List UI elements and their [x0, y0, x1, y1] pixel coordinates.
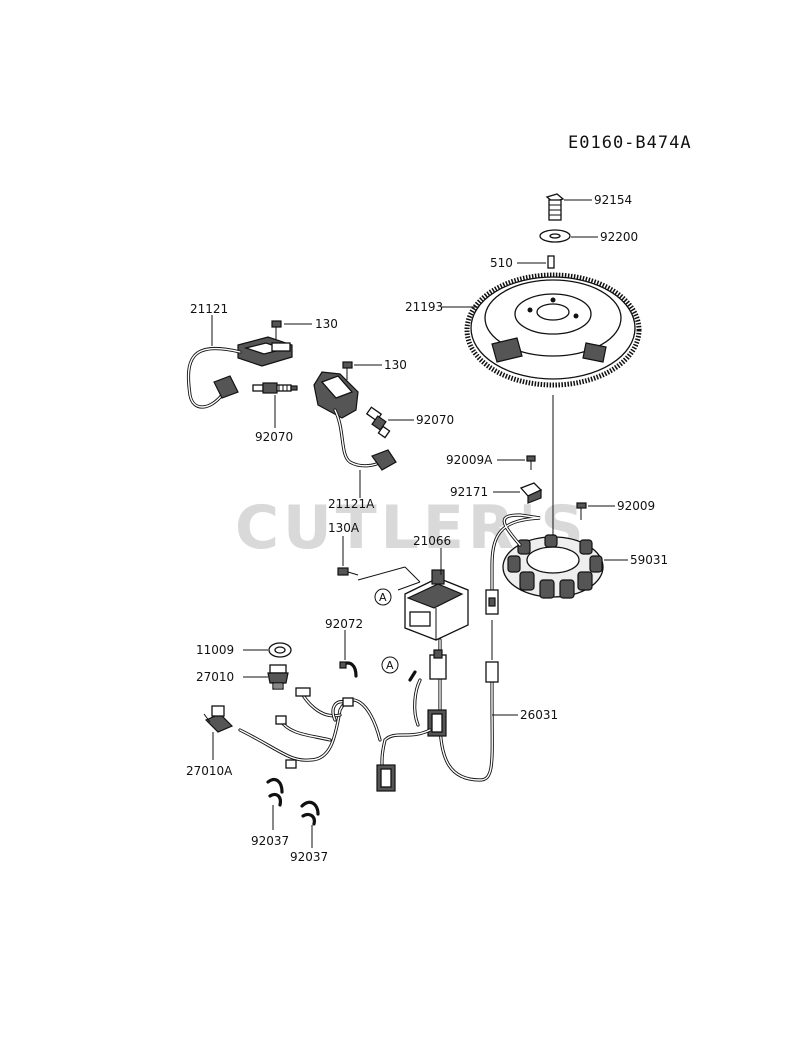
label-92070-a: 92070 [255, 430, 293, 444]
label-130-b: 130 [384, 358, 407, 372]
bolt-130-b[interactable] [342, 361, 353, 380]
clip-92037-a[interactable] [266, 778, 284, 807]
label-21066: 21066 [413, 534, 451, 548]
callout-a-2: A [381, 656, 399, 674]
regulator-21066[interactable] [404, 569, 469, 641]
ignition-coil-21121A[interactable] [313, 371, 397, 471]
bolt-92009[interactable] [576, 502, 587, 520]
label-92171: 92171 [450, 485, 488, 499]
label-130-a: 130 [315, 317, 338, 331]
label-27010A: 27010A [186, 764, 233, 778]
label-130A: 130A [328, 521, 360, 535]
label-92200: 92200 [600, 230, 638, 244]
switch-27010[interactable] [267, 664, 289, 690]
label-59031: 59031 [630, 553, 668, 567]
gasket-11009[interactable] [268, 642, 292, 658]
label-92037-b: 92037 [290, 850, 328, 864]
flywheel-21193[interactable] [464, 272, 642, 388]
label-510: 510 [490, 256, 513, 270]
bolt-130A[interactable] [337, 567, 359, 576]
label-92070-b: 92070 [416, 413, 454, 427]
bolt-130-a[interactable] [271, 320, 282, 340]
switch-27010A[interactable] [203, 705, 234, 733]
label-92009: 92009 [617, 499, 655, 513]
spark-plug-92070-b[interactable] [365, 406, 391, 439]
callout-a-1: A [374, 588, 392, 606]
ignition-coil-21121[interactable] [186, 336, 293, 409]
wire-harness-26031[interactable] [238, 638, 499, 792]
label-92037-a: 92037 [251, 834, 289, 848]
label-92009A: 92009A [446, 453, 493, 467]
callout-a-2-letter: A [386, 659, 394, 672]
label-11009: 11009 [196, 643, 234, 657]
label-21121A: 21121A [328, 497, 375, 511]
clip-92037-b[interactable] [300, 800, 320, 826]
stator-59031[interactable] [502, 534, 604, 599]
label-27010: 27010 [196, 670, 234, 684]
clamp-92171[interactable] [519, 482, 543, 504]
label-21121: 21121 [190, 302, 228, 316]
label-92072: 92072 [325, 617, 363, 631]
label-26031: 26031 [520, 708, 558, 722]
bolt-92009A[interactable] [526, 455, 536, 470]
washer-92200[interactable] [539, 229, 571, 243]
stator-lead [485, 513, 541, 615]
key-510[interactable] [547, 255, 555, 269]
diagram-code: E0160-B474A [568, 133, 692, 153]
bolt-92154[interactable] [545, 193, 565, 221]
clip-92072[interactable] [339, 661, 358, 678]
label-92154: 92154 [594, 193, 632, 207]
callout-a-1-letter: A [379, 591, 387, 604]
label-21193: 21193 [405, 300, 443, 314]
spark-plug-92070-a[interactable] [252, 382, 298, 394]
